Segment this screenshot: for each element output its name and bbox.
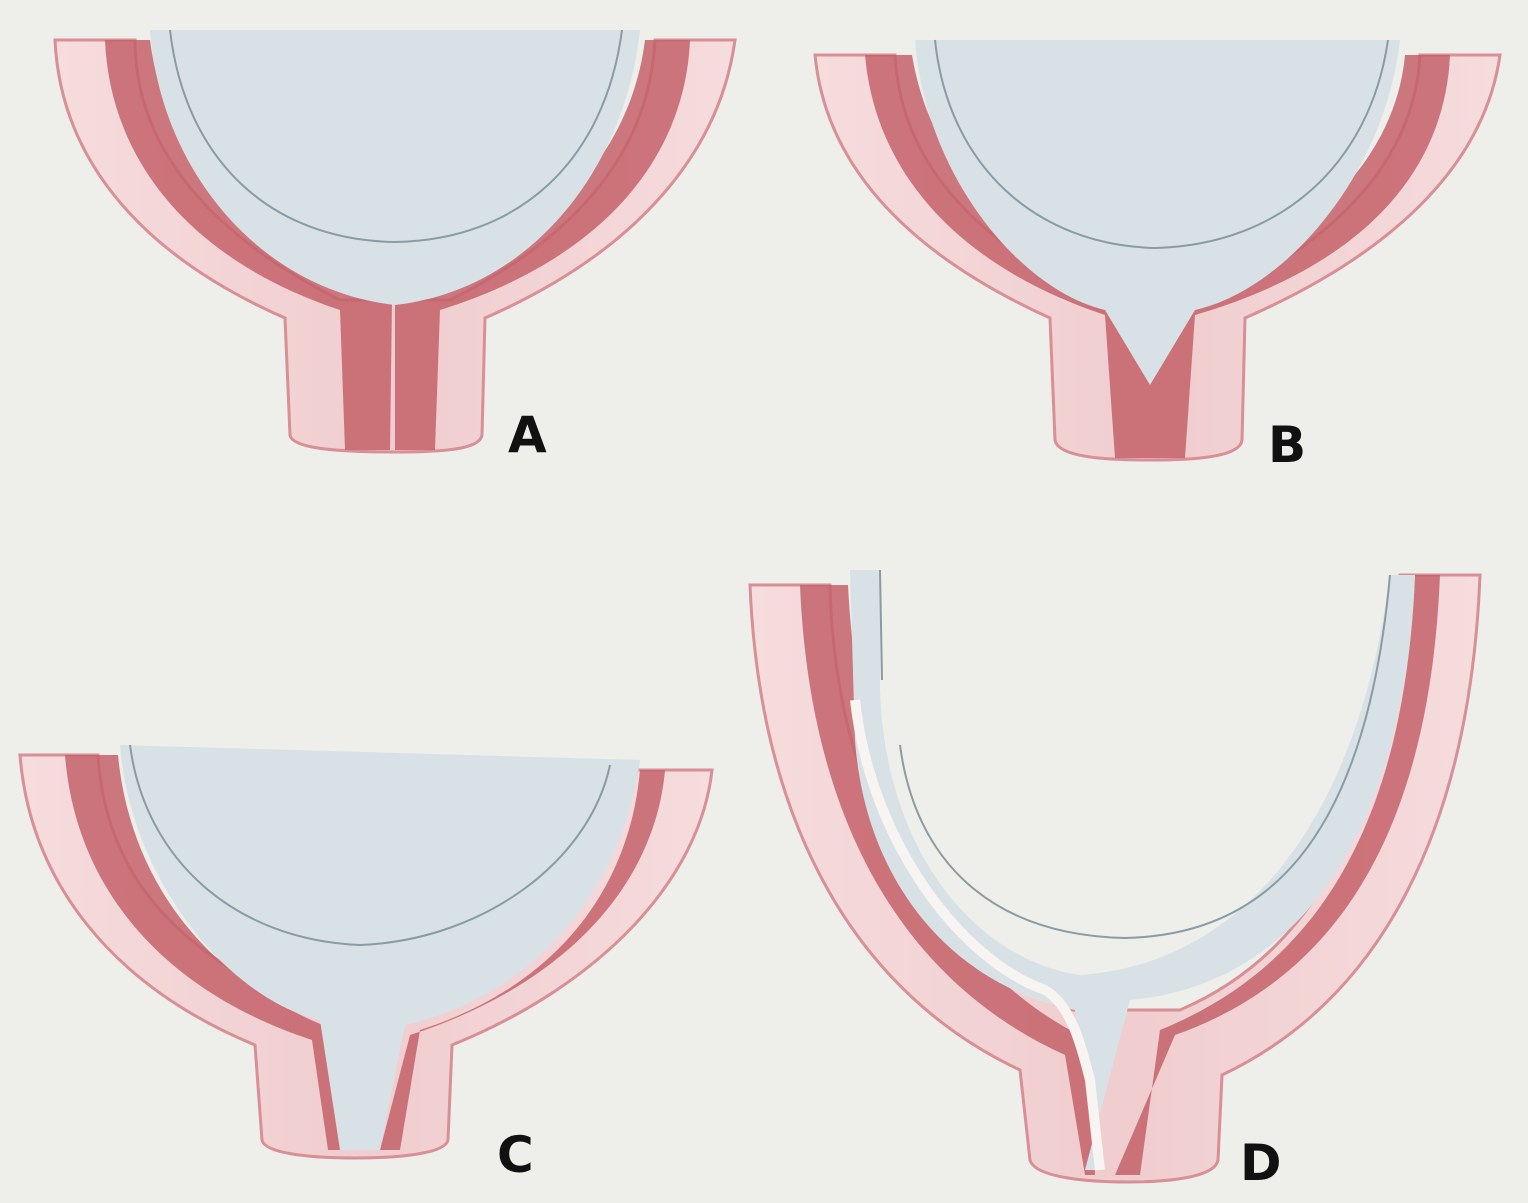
- panel-b-lumen: [915, 40, 1400, 385]
- panel-c: C: [20, 745, 712, 1184]
- panel-a-label: A: [508, 406, 547, 464]
- panel-a: A: [55, 30, 735, 464]
- panel-b: B: [815, 40, 1500, 474]
- panel-b-label: B: [1268, 416, 1306, 474]
- panel-d-label: D: [1240, 1134, 1282, 1192]
- panel-c-label: C: [497, 1126, 534, 1184]
- panel-d: D: [750, 570, 1480, 1192]
